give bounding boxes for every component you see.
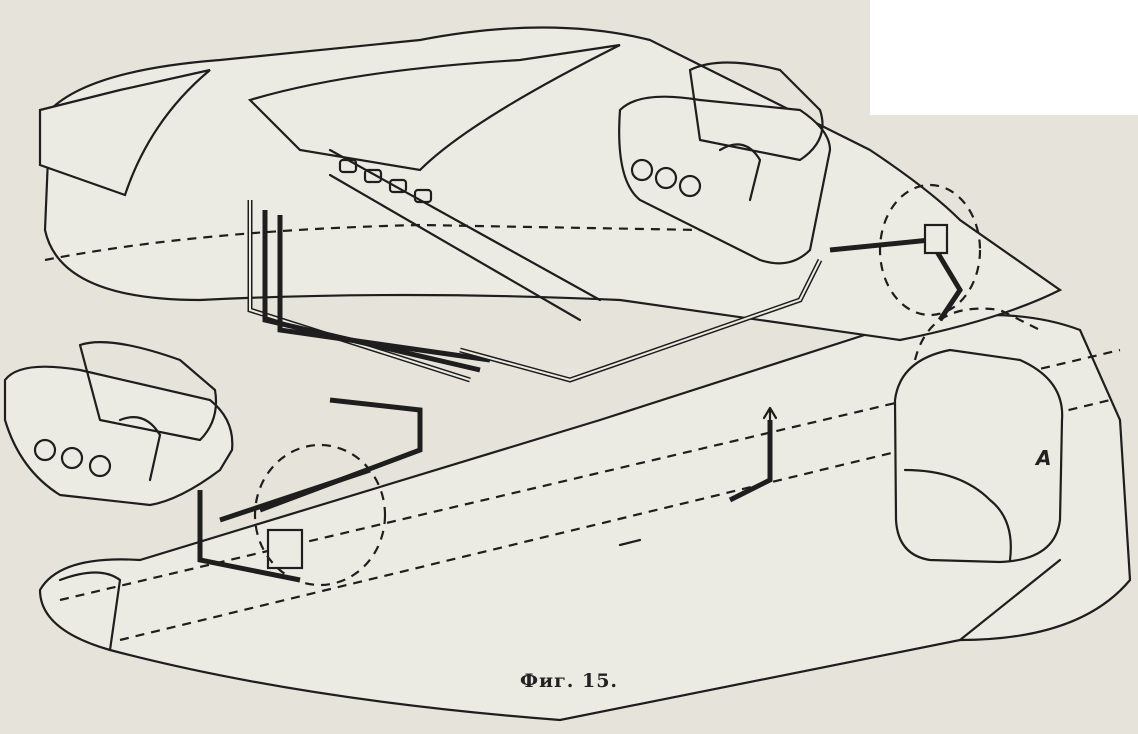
fuselage (38, 26, 1063, 342)
tank-right-outline (878, 183, 982, 317)
radiator-left (266, 528, 304, 570)
radiator-right (923, 223, 949, 255)
engine-housing-a (893, 307, 1064, 564)
cooling-pipes (197, 200, 963, 583)
cabin-windows (338, 158, 433, 204)
flow-arrow-icon (762, 406, 778, 422)
figure-caption: Фиг. 15. (520, 670, 619, 692)
blank-paper-corner (870, 0, 1138, 115)
flow-arrow-icon (618, 538, 642, 547)
tank-left-outline (253, 443, 387, 587)
part-label-a: A (1036, 446, 1052, 470)
engine-nacelle-left (3, 341, 234, 507)
engine-nacelle-right (618, 61, 832, 265)
